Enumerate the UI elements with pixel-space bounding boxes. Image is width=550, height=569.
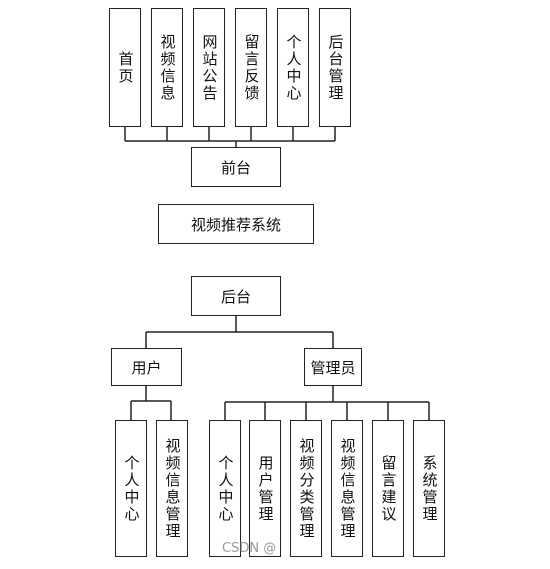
admin-module-label: 留言建议 xyxy=(379,454,398,523)
frontend-module-feedback: 留言反馈 xyxy=(235,8,267,127)
user-node-label: 用户 xyxy=(131,358,162,377)
admin-module-video-category-management: 视频分类管理 xyxy=(290,420,322,557)
frontend-module-home: 首页 xyxy=(109,8,141,127)
backend-node-label: 后台 xyxy=(220,287,251,306)
admin-module-system-management: 系统管理 xyxy=(413,420,445,557)
user-module-video-info-management: 视频信息管理 xyxy=(156,420,188,557)
admin-module-label: 视频信息管理 xyxy=(338,437,357,540)
backend-node: 后台 xyxy=(191,276,281,316)
admin-module-label: 用户管理 xyxy=(256,454,275,523)
admin-module-user-management: 用户管理 xyxy=(249,420,281,557)
frontend-node-label: 前台 xyxy=(220,158,251,177)
frontend-module-label: 首页 xyxy=(116,50,135,85)
admin-module-label: 个人中心 xyxy=(216,454,235,523)
admin-module-video-info-management: 视频信息管理 xyxy=(331,420,363,557)
user-node: 用户 xyxy=(111,348,182,386)
frontend-module-announcement: 网站公告 xyxy=(193,8,225,127)
frontend-module-video-info: 视频信息 xyxy=(151,8,183,127)
frontend-module-label: 个人中心 xyxy=(284,33,303,102)
admin-module-label: 视频分类管理 xyxy=(297,437,316,540)
frontend-module-label: 留言反馈 xyxy=(242,33,261,102)
frontend-module-label: 后台管理 xyxy=(326,33,345,102)
system-node-label: 视频推荐系统 xyxy=(190,215,281,234)
frontend-node: 前台 xyxy=(191,147,281,187)
admin-module-personal-center: 个人中心 xyxy=(209,420,241,557)
user-module-label: 视频信息管理 xyxy=(163,437,182,540)
admin-node-label: 管理员 xyxy=(310,358,356,377)
system-node: 视频推荐系统 xyxy=(158,204,314,244)
user-module-label: 个人中心 xyxy=(122,454,141,523)
admin-module-label: 系统管理 xyxy=(420,454,439,523)
frontend-module-admin: 后台管理 xyxy=(319,8,351,127)
watermark: CSDN @ xyxy=(222,541,277,556)
user-module-personal-center: 个人中心 xyxy=(115,420,147,557)
admin-module-suggestions: 留言建议 xyxy=(372,420,404,557)
frontend-module-label: 网站公告 xyxy=(200,33,219,102)
frontend-module-personal-center: 个人中心 xyxy=(277,8,309,127)
admin-node: 管理员 xyxy=(304,348,362,386)
frontend-module-label: 视频信息 xyxy=(158,33,177,102)
